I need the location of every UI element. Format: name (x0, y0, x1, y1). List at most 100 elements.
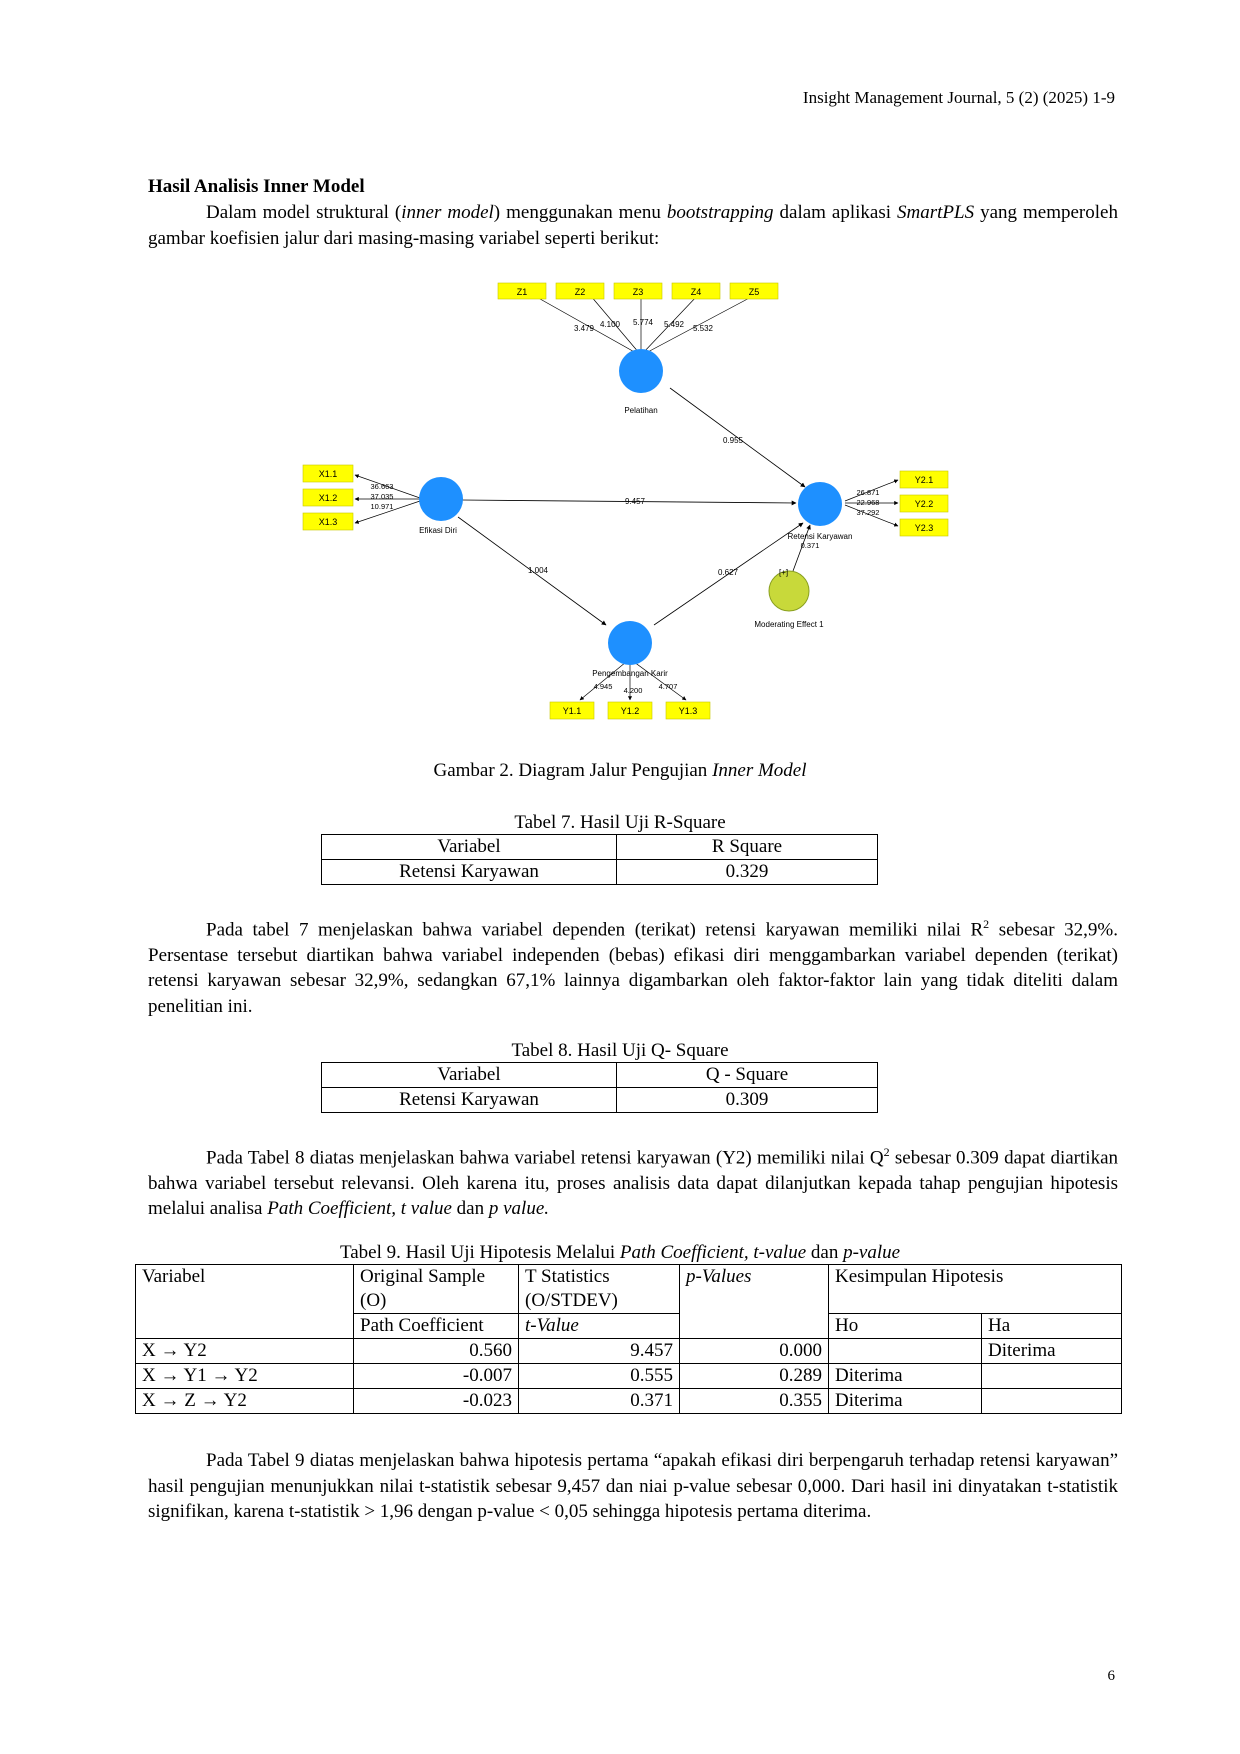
path-label-moderating-retensi: 0.371 (801, 541, 820, 550)
loading-x3: 10.971 (371, 502, 394, 511)
section-title: Hasil Analisis Inner Model (148, 176, 365, 197)
table7-header-variabel: Variabel (321, 834, 617, 860)
y1-indicators: Y1.1 Y1.2 Y1.3 (549, 701, 711, 720)
construct-retensi-karyawan-label: Retensi Karyawan (788, 532, 853, 541)
table-row: X → Y1 → Y2 -0.007 0.555 0.289 Diterima (135, 1363, 1122, 1389)
path-diagram: Z1 Z2 Z3 Z4 Z5 3.479 4.100 5.774 5.492 5… (302, 282, 949, 720)
indicator-z1-label: Z1 (517, 287, 528, 297)
table9-header-original-sample: Original Sample(O) (353, 1264, 519, 1314)
loading-x1: 36.663 (371, 482, 394, 491)
table9-header-kesimpulan: Kesimpulan Hipotesis (828, 1264, 1122, 1314)
indicator-x1-1 (302, 464, 354, 483)
table7-cell-variabel: Retensi Karyawan (321, 859, 617, 885)
indicator-y2-1 (899, 470, 949, 489)
x-indicators: X1.1 X1.2 X1.3 (302, 464, 354, 531)
indicator-y2-3-label: Y2.3 (915, 523, 934, 533)
table8-caption: Tabel 8. Hasil Uji Q- Square (511, 1040, 729, 1061)
construct-efikasi-diri (419, 477, 463, 521)
indicator-z1 (497, 282, 547, 300)
path-pengembangan-retensi (653, 522, 804, 626)
loading-z4: 5.492 (664, 320, 685, 329)
indicator-y2-2 (899, 494, 949, 513)
indicator-z4 (671, 282, 721, 300)
path-label-efikasi-retensi: 9.457 (625, 497, 646, 506)
moderating-mark: [+] (779, 568, 788, 577)
table9-header-t-value: t-Value (518, 1313, 680, 1339)
table9-header-t-statistics: T Statistics(O/STDEV) (518, 1264, 680, 1314)
indicator-z3-label: Z3 (633, 287, 644, 297)
loading-y2-3: 37.292 (857, 508, 880, 517)
indicator-x1-3-label: X1.3 (319, 517, 338, 527)
intro-paragraph: Dalam model struktural (inner model) men… (148, 202, 1118, 249)
table8-paragraph: Pada Tabel 8 diatas menjelaskan bahwa va… (148, 1145, 1118, 1220)
loading-z5: 5.532 (693, 324, 714, 333)
table8-cell-value: 0.309 (616, 1087, 878, 1113)
indicator-y1-2-label: Y1.2 (621, 706, 640, 716)
table7-paragraph: Pada tabel 7 menjelaskan bahwa variabel … (148, 917, 1118, 1017)
table9-header-ha: Ha (981, 1313, 1122, 1339)
table9-header-ho: Ho (828, 1313, 982, 1339)
indicator-z4-label: Z4 (691, 287, 702, 297)
indicator-z2-label: Z2 (575, 287, 586, 297)
table9-header-variabel: Variabel (135, 1264, 354, 1339)
loading-y2-2: 22.968 (857, 498, 880, 507)
loading-y1-1: 4.945 (594, 682, 613, 691)
table9-caption: Tabel 9. Hasil Uji Hipotesis Melalui Pat… (339, 1242, 901, 1263)
indicator-z5-label: Z5 (749, 287, 760, 297)
indicator-y1-2 (607, 701, 653, 720)
table9-header-p-values: p-Values (679, 1264, 829, 1339)
indicator-z2 (555, 282, 605, 300)
table8-header-variabel: Variabel (321, 1062, 617, 1088)
table9-header-path-coefficient: Path Coefficient (353, 1313, 519, 1339)
indicator-y1-3-label: Y1.3 (679, 706, 698, 716)
loading-z3: 5.774 (633, 318, 654, 327)
construct-moderating-effect-label: Moderating Effect 1 (754, 620, 824, 629)
y2-indicators: Y2.1 Y2.2 Y2.3 (899, 470, 949, 537)
table7-header-r-square: R Square (616, 834, 878, 860)
indicator-y1-3 (665, 701, 711, 720)
construct-moderating-effect (768, 570, 810, 612)
path-label-pelatihan-retensi: 0.955 (723, 436, 744, 445)
table8-header-q-square: Q - Square (616, 1062, 878, 1088)
path-efikasi-retensi (461, 499, 797, 506)
loading-y1-2: 4.200 (624, 686, 643, 695)
indicator-y1-1-label: Y1.1 (563, 706, 582, 716)
loading-y2-1: 26.871 (857, 488, 880, 497)
path-pelatihan-retensi (669, 387, 806, 488)
construct-pelatihan (619, 349, 663, 393)
construct-pelatihan-label: Pelatihan (624, 406, 657, 415)
construct-efikasi-diri-label: Efikasi Diri (419, 526, 457, 535)
path-efikasi-pengembangan (457, 516, 607, 626)
construct-retensi-karyawan (798, 482, 842, 526)
table-row: X → Y2 0.560 9.457 0.000 Diterima (135, 1338, 1122, 1364)
indicator-x1-2 (302, 488, 354, 507)
indicator-y2-1-label: Y2.1 (915, 475, 934, 485)
table-row: X → Z → Y2 -0.023 0.371 0.355 Diterima (135, 1388, 1122, 1414)
construct-pengembangan-karir-label: Pengembangan Karir (592, 669, 668, 678)
page-number: 6 (1107, 1668, 1116, 1684)
table7-cell-value: 0.329 (616, 859, 878, 885)
path-label-pengembangan-retensi: 0.627 (718, 568, 739, 577)
z-indicators: Z1 Z2 Z3 Z4 Z5 (497, 282, 779, 300)
table9-paragraph: Pada Tabel 9 diatas menjelaskan bahwa hi… (148, 1450, 1118, 1522)
loading-z1: 3.479 (574, 324, 595, 333)
table9: Variabel Original Sample(O) T Statistics… (135, 1264, 1122, 1414)
indicator-z3 (613, 282, 663, 300)
loading-y1-3: 4.707 (659, 682, 678, 691)
construct-pengembangan-karir (608, 621, 652, 665)
indicator-x1-2-label: X1.2 (319, 493, 338, 503)
indicator-z5 (729, 282, 779, 300)
indicator-x1-3 (302, 512, 354, 531)
running-header: Insight Management Journal, 5 (2) (2025)… (802, 88, 1115, 107)
table7-caption: Tabel 7. Hasil Uji R-Square (514, 812, 726, 833)
indicator-x1-1-label: X1.1 (319, 469, 338, 479)
loading-x2: 37.035 (371, 492, 394, 501)
indicator-y1-1 (549, 701, 595, 720)
indicator-y2-3 (899, 518, 949, 537)
figure-caption: Gambar 2. Diagram Jalur Pengujian Inner … (433, 760, 807, 781)
path-moderating-retensi (792, 524, 811, 572)
indicator-y2-2-label: Y2.2 (915, 499, 934, 509)
path-label-efikasi-pengembangan: 1.004 (528, 566, 549, 575)
